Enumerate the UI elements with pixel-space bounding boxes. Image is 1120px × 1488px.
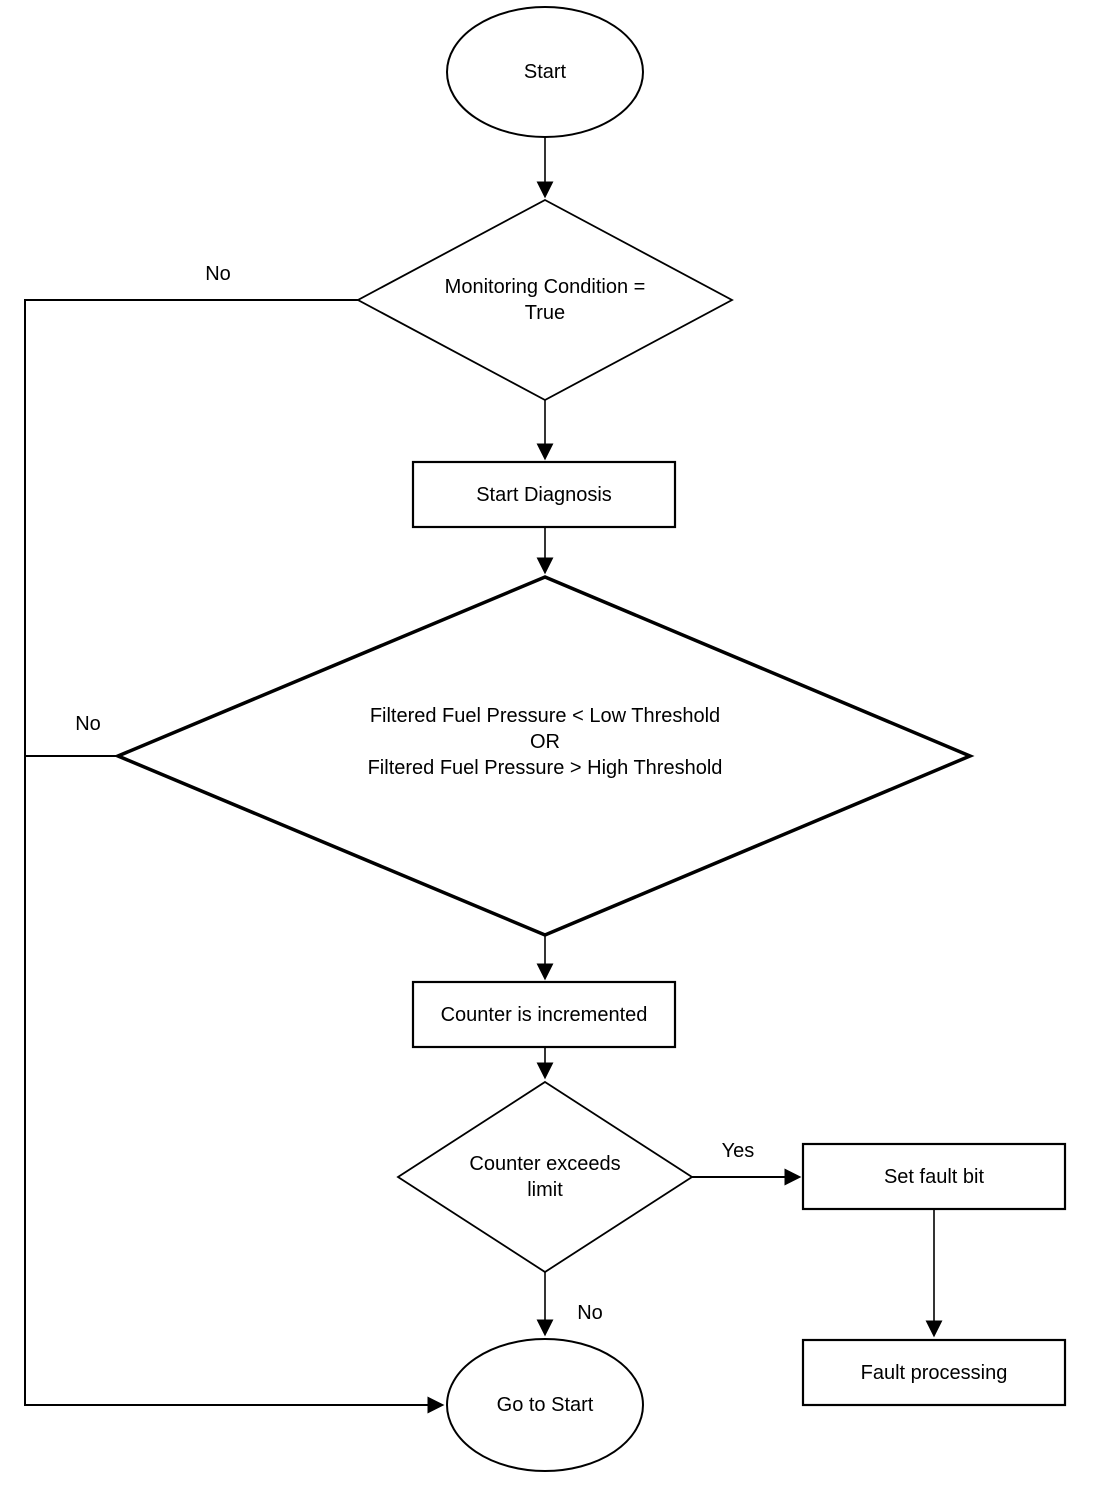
- set-fault-bit-label: Set fault bit: [883, 1165, 985, 1188]
- edge-label-pressure-no: No: [75, 713, 101, 735]
- edge-label-counter-no: No: [577, 1302, 603, 1324]
- edge-label-monitoring-no: No: [205, 263, 231, 285]
- start-label: Start: [523, 61, 567, 83]
- node-go-to-start-terminator: [446, 1338, 644, 1472]
- go-to-start-label: Go to Start: [496, 1394, 594, 1416]
- node-counter-exceeds-decision: [396, 1080, 694, 1274]
- node-start-terminator: [446, 6, 644, 138]
- node-set-fault-bit-process: [801, 1142, 1067, 1211]
- node-monitoring-condition-decision: [356, 198, 734, 402]
- edge-label-counter-yes: Yes: [721, 1140, 755, 1162]
- node-pressure-check-decision: [113, 575, 975, 937]
- edge-no-return-trunk: [24, 299, 445, 1414]
- fault-processing-label: Fault processing: [860, 1361, 1008, 1384]
- pressure-check-label: Filtered Fuel Pressure < Low Threshold O…: [367, 705, 723, 779]
- counter-incremented-label: Counter is incremented: [440, 1003, 648, 1026]
- start-diagnosis-label: Start Diagnosis: [476, 483, 612, 506]
- node-counter-incremented-process: [411, 980, 677, 1049]
- monitoring-condition-label: Monitoring Condition = True: [444, 276, 646, 324]
- node-fault-processing-process: [801, 1338, 1067, 1407]
- node-start-diagnosis-process: [411, 460, 677, 529]
- counter-exceeds-label: Counter exceeds limit: [469, 1153, 621, 1201]
